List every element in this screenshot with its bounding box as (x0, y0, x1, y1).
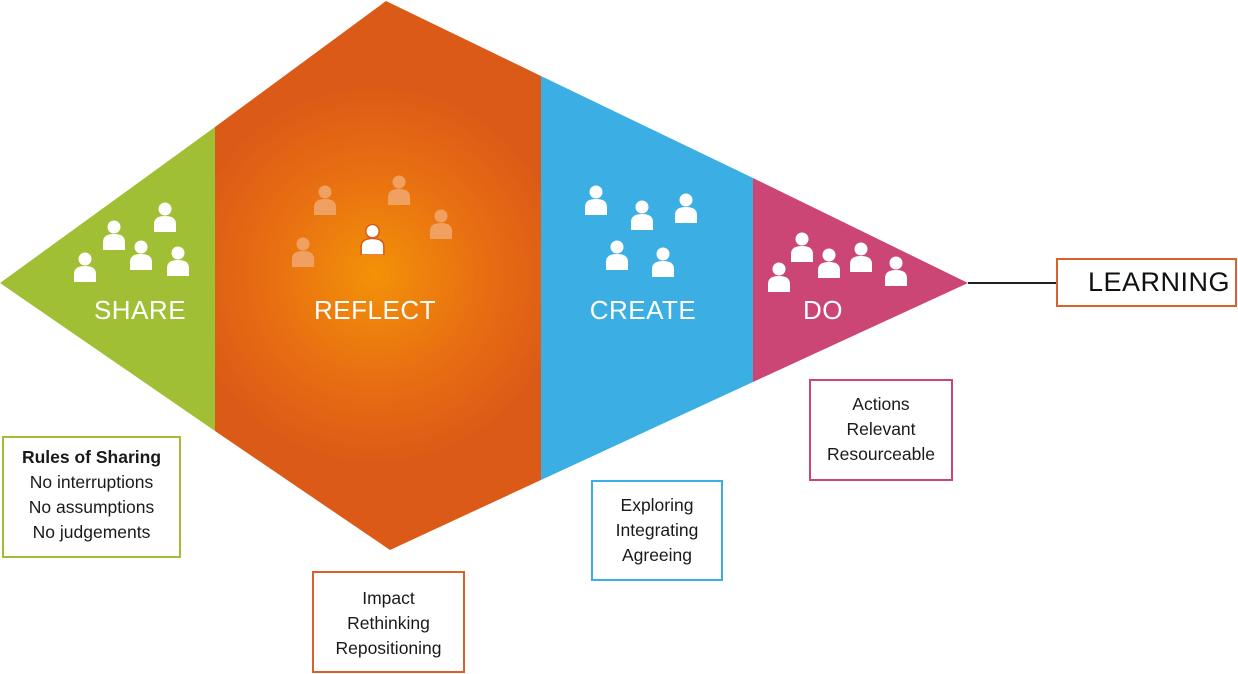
share-box-heading: Rules of Sharing (21, 447, 162, 467)
reflect-box-line: Impact (362, 588, 415, 608)
do-box-line: Actions (852, 394, 910, 414)
share-box-line: No interruptions (29, 472, 154, 492)
share-box-line: No judgements (32, 522, 151, 542)
learning-label: LEARNING (1088, 267, 1231, 297)
create-box-line: Integrating (615, 520, 699, 540)
reflect-box: Impact Rethinking Repositioning (312, 571, 465, 673)
share-segment (0, 127, 215, 431)
create-segment (541, 76, 753, 480)
stage-label-do: DO (803, 295, 843, 325)
share-rules-box: Rules of Sharing No interruptions No ass… (2, 436, 181, 558)
create-box-line: Agreeing (621, 545, 693, 565)
stage-label-create: CREATE (590, 295, 697, 325)
create-box-line: Exploring (620, 495, 694, 515)
do-box-line: Resourceable (827, 444, 935, 464)
do-box-line: Relevant (846, 419, 916, 439)
stage-label-share: SHARE (94, 295, 186, 325)
reflect-segment (215, 1, 541, 550)
share-box-line: No assumptions (28, 497, 155, 517)
reflect-box-line: Rethinking (347, 613, 430, 633)
create-box: Exploring Integrating Agreeing (591, 480, 723, 581)
stage-label-reflect: REFLECT (314, 295, 436, 325)
reflect-box-line: Repositioning (335, 638, 442, 658)
do-box: Actions Relevant Resourceable (809, 379, 953, 481)
do-segment (753, 178, 968, 382)
learning-outcome-box: LEARNING (1056, 258, 1237, 307)
